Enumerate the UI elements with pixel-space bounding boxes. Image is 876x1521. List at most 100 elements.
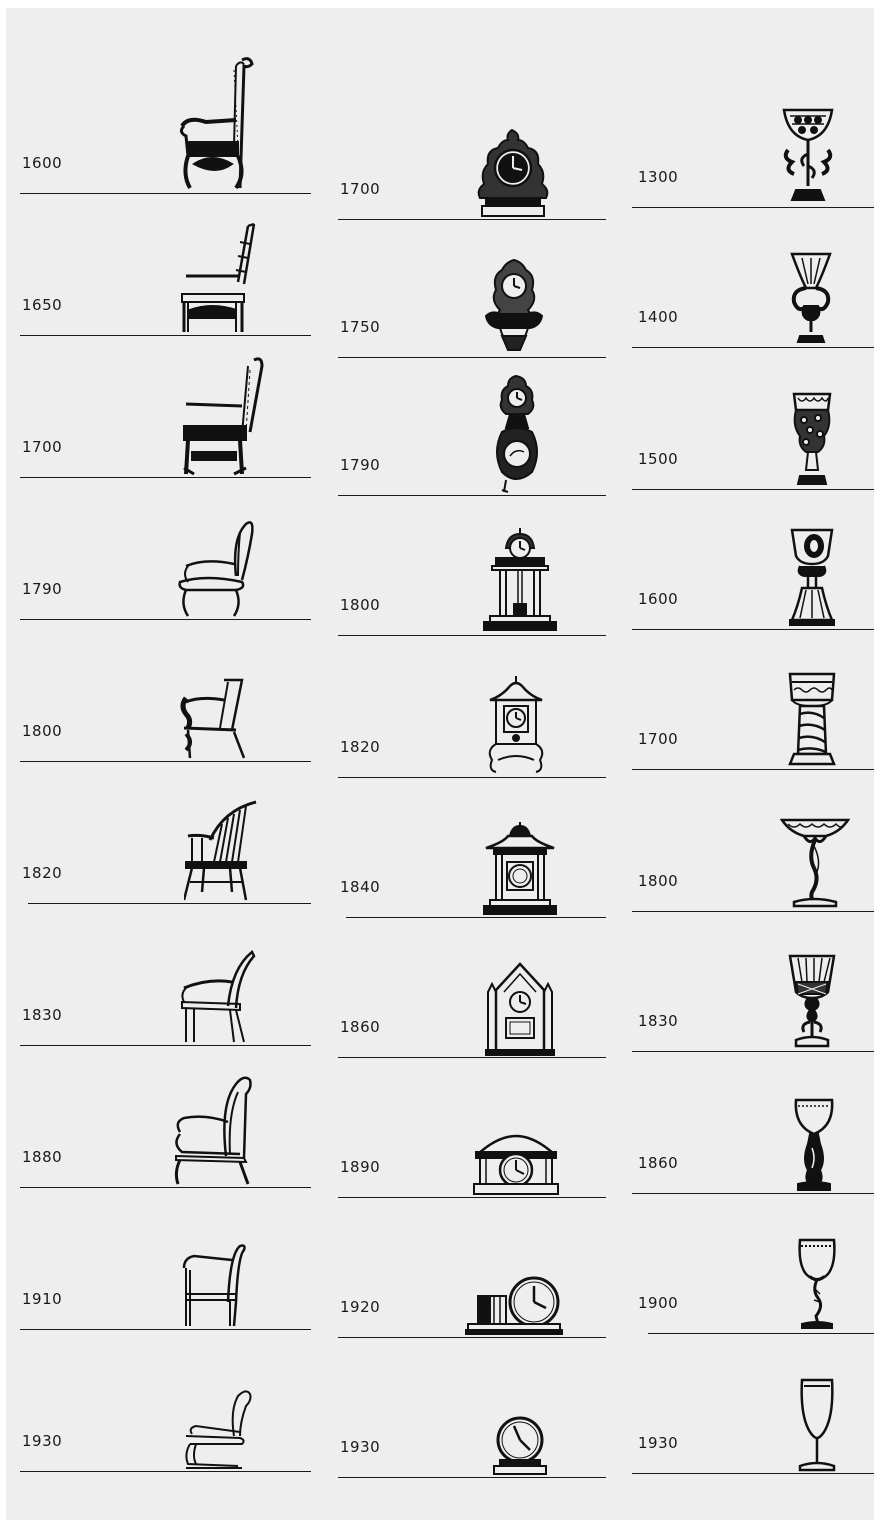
year-label: 1600 [638,590,678,608]
modern-round-clock-icon [490,1416,550,1476]
year-label: 1820 [340,738,380,756]
cut-glass-goblet-icon [786,952,838,1050]
clock-row: 1890 [324,1058,606,1198]
pendulum-wall-clock-icon [492,374,542,494]
year-label: 1860 [638,1154,678,1172]
glass-row: 1500 [622,350,874,490]
chairs-column: 1600 1650 [6,8,311,1520]
design-history-chart: 1600 1650 [6,8,874,1520]
stemmed-glass-icon [796,1236,838,1332]
baseline-rule [338,635,606,636]
chair-row: 1880 [6,1048,311,1188]
year-label: 1790 [22,580,62,598]
clocks-column: 1700 1750 [324,8,606,1520]
year-label: 1700 [340,180,380,198]
cromwellian-chair-icon [178,222,258,334]
clock-row: 1820 [324,638,606,778]
chair-row: 1910 [6,1190,311,1330]
baseline-rule [20,477,311,478]
baroque-high-back-chair-icon [176,56,266,192]
year-label: 1840 [340,878,380,896]
empire-armchair-icon [180,676,250,760]
glass-row: 1900 [622,1194,874,1334]
glass-row: 1830 [622,912,874,1052]
baseline-rule [20,193,311,194]
year-label: 1750 [340,318,380,336]
clock-row: 1840 [324,778,606,918]
clock-row: 1920 [324,1198,606,1338]
sheraton-armchair-icon [178,948,258,1044]
windsor-chair-icon [184,800,260,902]
year-label: 1930 [638,1434,678,1452]
year-label: 1500 [638,450,678,468]
year-label: 1400 [638,308,678,326]
gothic-goblet-icon [778,106,838,206]
year-label: 1790 [340,456,380,474]
baseline-rule [632,1051,874,1052]
baseline-rule [632,769,874,770]
baseline-rule [20,761,311,762]
cartel-wall-clock-icon [482,256,546,356]
tambour-mantel-clock-icon [468,1132,564,1196]
clock-row: 1700 [324,80,606,220]
year-label: 1800 [340,596,380,614]
year-label: 1820 [22,864,62,882]
year-label: 1800 [22,722,62,740]
clock-row: 1750 [324,218,606,358]
baseline-rule [20,335,311,336]
year-label: 1650 [22,296,62,314]
chair-row: 1650 [6,196,311,336]
carved-armchair-icon [180,356,266,476]
year-label: 1920 [340,1298,380,1316]
cuckoo-style-clock-icon [484,674,548,776]
chair-row: 1600 [6,54,311,194]
chair-row: 1830 [6,906,311,1046]
year-label: 1800 [638,872,678,890]
year-label: 1910 [22,1290,62,1308]
rococo-armchair-icon [176,518,262,618]
roemer-glass-icon [786,670,838,768]
chair-row: 1790 [6,480,311,620]
glasses-column: 1300 1400 [622,8,874,1520]
baseline-rule [20,1187,311,1188]
tubular-steel-chair-icon [182,1388,254,1470]
baseline-rule [632,1473,874,1474]
gothic-steeple-clock-icon [484,962,556,1056]
prunted-beaker-icon [790,390,834,488]
year-label: 1930 [22,1432,62,1450]
baseline-rule [20,1471,311,1472]
portico-clock-icon [480,526,560,634]
baseline-rule [338,1477,606,1478]
year-label: 1930 [340,1438,380,1456]
glass-row: 1700 [622,630,874,770]
year-label: 1700 [22,438,62,456]
glass-row: 1860 [622,1054,874,1194]
year-label: 1890 [340,1158,380,1176]
baseline-rule [20,619,311,620]
year-label: 1880 [22,1148,62,1166]
trumpet-goblet-icon [786,250,836,346]
baseline-rule [20,1329,311,1330]
year-label: 1900 [638,1294,678,1312]
pagoda-top-clock-icon [480,820,560,916]
clock-row: 1800 [324,496,606,636]
year-label: 1830 [22,1006,62,1024]
baseline-rule [28,903,311,904]
ornate-mantel-clock-icon [472,126,554,218]
baseline-rule [632,347,874,348]
clock-row: 1930 [324,1338,606,1478]
tazza-glass-icon [780,816,850,910]
baseline-rule [20,1045,311,1046]
year-label: 1300 [638,168,678,186]
desk-clock-with-box-icon [464,1276,564,1336]
chair-row: 1700 [6,338,311,478]
glass-row: 1600 [622,490,874,630]
engraved-goblet-icon [788,528,836,628]
chair-row: 1930 [6,1332,311,1472]
year-label: 1860 [340,1018,380,1036]
year-label: 1830 [638,1012,678,1030]
chair-row: 1820 [6,764,311,904]
glass-row: 1300 [622,68,874,208]
clock-row: 1860 [324,918,606,1058]
tall-flute-glass-icon [796,1376,838,1472]
